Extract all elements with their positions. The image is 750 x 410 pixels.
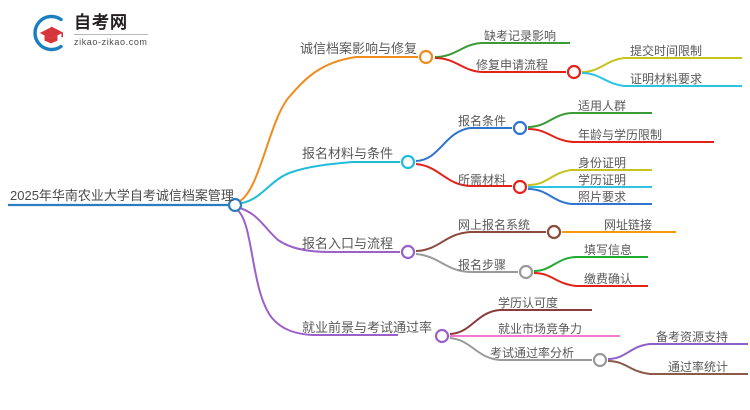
node-label-2-2-2[interactable]: 学历证明 (578, 173, 627, 187)
node-dot-b1[interactable] (418, 49, 434, 65)
node-label-2-1-2[interactable]: 年龄与学历限制 (578, 128, 663, 142)
edge-b1-c2 (434, 57, 566, 73)
node-dot-b3[interactable] (400, 244, 416, 260)
node-label-3-1-1[interactable]: 网址链接 (604, 218, 653, 232)
node-dot-b2[interactable] (400, 154, 416, 170)
node-label-2-1[interactable]: 报名条件 (458, 114, 507, 128)
node-dot-b2-c1[interactable] (512, 120, 528, 136)
edge-root-b3 (235, 206, 331, 253)
edge-b2-c2 (415, 163, 512, 187)
branch-label-1[interactable]: 诚信档案影响与修复 (300, 41, 418, 56)
edge-b4-c3-g2 (607, 360, 664, 375)
node-label-2-2[interactable]: 所需材料 (458, 173, 507, 187)
node-label-3-2-1[interactable]: 填写信息 (584, 243, 633, 257)
edge-b1-c2-g1 (581, 57, 640, 73)
node-dot-b3-c2[interactable] (518, 264, 534, 280)
node-dot-b2-c2[interactable] (512, 179, 528, 195)
node-label-1-2-2[interactable]: 证明材料要求 (630, 72, 703, 86)
edge-b2-c2-g3 (527, 188, 584, 205)
node-label-2-2-3[interactable]: 照片要求 (578, 190, 627, 204)
logo-domain: zikao-zikao.com (74, 34, 148, 49)
node-dot-b4[interactable] (434, 328, 450, 344)
edge-root-b4 (235, 208, 313, 336)
node-dot-b1-c2[interactable] (566, 64, 582, 80)
logo-title: 自考网 (74, 13, 128, 32)
edge-b4-c3 (449, 337, 592, 361)
branch-label-3[interactable]: 报名入口与流程 (302, 236, 394, 251)
node-label-1-1[interactable]: 缺考记录影响 (484, 29, 557, 43)
edge-b1-c1 (434, 42, 514, 58)
node-label-4-1[interactable]: 学历认可度 (498, 296, 559, 310)
node-label-3-2-2[interactable]: 缴费确认 (584, 272, 633, 286)
edge-b3-c2-g2 (533, 272, 590, 287)
edge-b1-c2-g2 (581, 72, 640, 87)
node-dot-root[interactable] (227, 197, 243, 213)
node-dot-b3-c1[interactable] (546, 224, 562, 240)
node-label-2-2-1[interactable]: 身份证明 (578, 156, 627, 170)
node-label-3-1[interactable]: 网上报名系统 (458, 218, 531, 232)
node-label-4-3[interactable]: 考试通过率分析 (490, 346, 575, 360)
edge-b4-c3-g1 (607, 343, 664, 360)
edge-b3-c2 (415, 253, 518, 273)
logo-text: 自考网 zikao-zikao.com (74, 12, 148, 49)
site-logo: 自考网 zikao-zikao.com (28, 10, 178, 56)
edge-b2-c1 (415, 127, 512, 162)
node-label-4-3-1[interactable]: 备考资源支持 (656, 330, 729, 344)
node-label-3-2[interactable]: 报名步骤 (458, 258, 507, 272)
edge-b3-c1 (415, 231, 546, 252)
node-label-1-2[interactable]: 修复申请流程 (476, 58, 549, 72)
root-node-label[interactable]: 2025年华南农业大学自考诚信档案管理 (10, 188, 234, 203)
node-label-4-2[interactable]: 就业市场竞争力 (498, 322, 583, 336)
branch-label-4[interactable]: 就业前景与考试通过率 (302, 320, 433, 335)
branch-label-2[interactable]: 报名材料与条件 (302, 146, 394, 161)
graduation-cap-icon (33, 14, 63, 52)
edge-b2-c2-g1 (527, 169, 584, 186)
edge-root-b1 (235, 56, 357, 204)
node-dot-b4-c3[interactable] (592, 352, 608, 368)
edge-b3-c2-g1 (533, 256, 590, 272)
node-label-4-3-2[interactable]: 通过率统计 (668, 360, 729, 374)
edge-b2-c1-g1 (527, 112, 584, 128)
node-label-2-1-1[interactable]: 适用人群 (578, 99, 627, 113)
edge-b4-c1 (449, 309, 512, 335)
edge-root-b2 (235, 161, 353, 205)
node-label-1-2-1[interactable]: 提交时间限制 (630, 44, 703, 58)
edge-b2-c1-g2 (527, 128, 584, 143)
